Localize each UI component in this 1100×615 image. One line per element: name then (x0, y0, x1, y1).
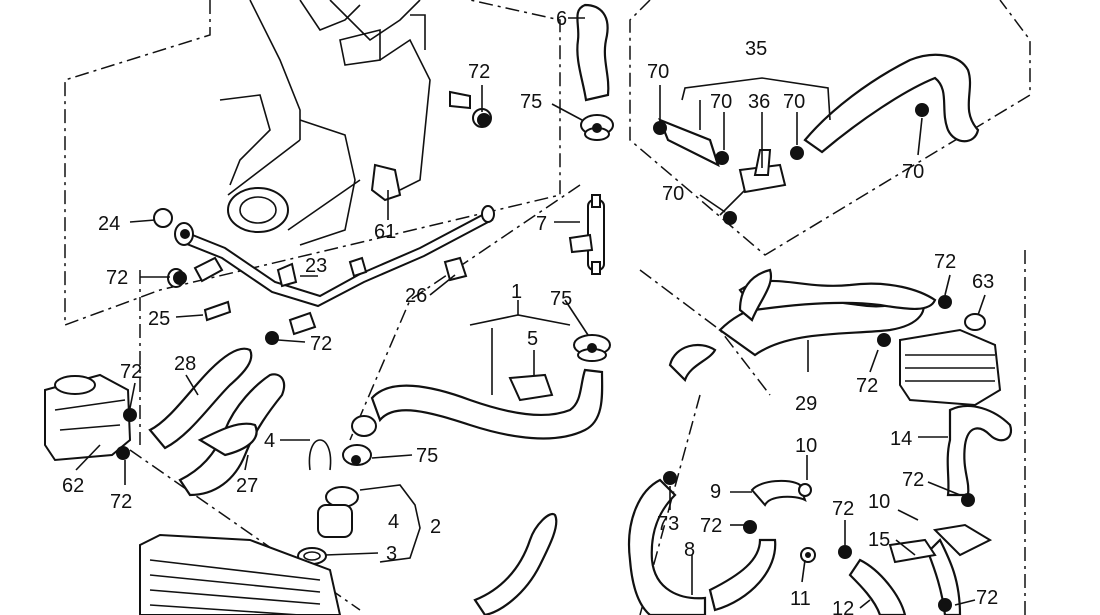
callout-72: 72 (468, 61, 490, 83)
callout-35: 35 (745, 38, 767, 60)
callout-72: 72 (976, 587, 998, 609)
callout-72: 72 (106, 267, 128, 289)
radiator (139, 533, 342, 615)
callout-28: 28 (174, 353, 196, 375)
expansion-tank-62 (44, 373, 132, 462)
callout-70: 70 (662, 183, 684, 205)
hose-8 (627, 478, 707, 615)
callout-70: 70 (647, 61, 669, 83)
callout-15: 15 (868, 529, 890, 551)
callout-25: 25 (148, 308, 170, 330)
hose-1 (370, 368, 604, 440)
callout-29: 29 (795, 393, 817, 415)
callout-72: 72 (934, 251, 956, 273)
callout-9: 9 (710, 481, 721, 503)
hose-28 (148, 347, 253, 450)
hose-6 (576, 3, 610, 102)
callout-4: 4 (388, 511, 399, 533)
callout-75: 75 (520, 91, 542, 113)
callout-6: 6 (556, 8, 567, 30)
callout-4: 4 (264, 430, 275, 452)
callout-36: 36 (748, 91, 770, 113)
callout-72: 72 (902, 469, 924, 491)
callout-7: 7 (536, 213, 547, 235)
callout-12: 12 (832, 598, 854, 615)
callout-75: 75 (416, 445, 438, 467)
callout-72: 72 (832, 498, 854, 520)
callout-72: 72 (856, 375, 878, 397)
callout-2: 2 (430, 516, 441, 538)
callout-14: 14 (890, 428, 912, 450)
callout-1: 1 (511, 281, 522, 303)
callout-62: 62 (62, 475, 84, 497)
hose-35 (803, 53, 980, 154)
clamps (116, 103, 975, 612)
callout-10: 10 (795, 435, 817, 457)
callout-26: 26 (405, 285, 427, 307)
metal-pipe-23 (153, 205, 495, 308)
callout-3: 3 (386, 543, 397, 565)
callout-11: 11 (790, 588, 811, 610)
callout-27: 27 (236, 475, 258, 497)
callout-24: 24 (98, 213, 120, 235)
callout-10: 10 (868, 491, 890, 513)
oil-cooler-63 (899, 313, 1002, 407)
leader-lines (75, 17, 986, 609)
callout-75: 75 (550, 288, 572, 310)
hose-lower-center (473, 512, 558, 615)
callout-labels: 6 35 72 75 70 70 36 70 70 70 24 61 7 72 … (62, 8, 998, 615)
callout-8: 8 (684, 539, 695, 561)
fitting-7 (568, 194, 605, 275)
callout-72: 72 (120, 361, 142, 383)
callout-61: 61 (374, 221, 396, 243)
callout-72: 72 (310, 333, 332, 355)
hose-14 (946, 405, 1013, 497)
callout-70: 70 (783, 91, 805, 113)
callout-23: 23 (305, 255, 327, 277)
callout-72: 72 (700, 515, 722, 537)
callout-70: 70 (902, 161, 924, 183)
callout-73: 73 (657, 513, 679, 535)
callout-70: 70 (710, 91, 732, 113)
clamps-4-3 (297, 439, 372, 565)
callout-72: 72 (110, 491, 132, 513)
engine-block (219, 0, 431, 246)
callout-5: 5 (527, 328, 538, 350)
callout-63: 63 (972, 271, 994, 293)
